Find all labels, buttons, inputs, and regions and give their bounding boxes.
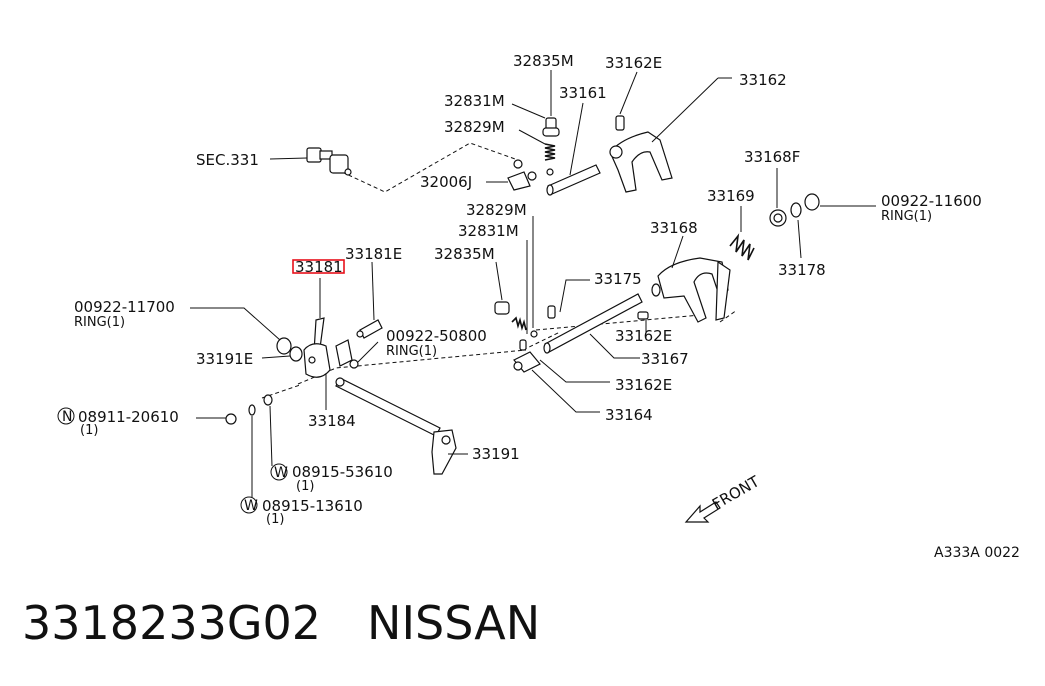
label-33162e-top: 33162E: [605, 54, 662, 72]
label-33168f: 33168F: [744, 148, 800, 166]
label-33181-highlighted: 33181: [295, 258, 343, 276]
label-32829m-top: 32829M: [444, 118, 505, 136]
label-00922-11600: 00922-11600: [881, 192, 982, 210]
pin-33175: [547, 305, 556, 319]
label-32831m-mid: 32831M: [458, 222, 519, 240]
label-33191e: 33191E: [196, 350, 253, 368]
plug-32835m-top: [542, 117, 560, 137]
label-prefix-w2: W: [244, 498, 258, 514]
label-33175: 33175: [594, 270, 642, 288]
ring-33191e: [289, 346, 303, 362]
sec-331-sensor: [306, 147, 352, 176]
footer-title: 3318233G02 NISSAN: [22, 596, 540, 650]
ring-00922-11700: [276, 337, 292, 355]
rod-33161: [546, 164, 601, 196]
label-33161: 33161: [559, 84, 607, 102]
link-33184: [335, 339, 359, 369]
label-08915-13610: 08915-13610: [262, 497, 363, 515]
fork-33168: [651, 257, 731, 323]
plug-32835m-mid: [494, 301, 510, 315]
pin-33162e-mid: [637, 311, 649, 320]
label-33191: 33191: [472, 445, 520, 463]
label-prefix-w1: W: [274, 465, 288, 481]
label-ring-50800: RING(1): [386, 344, 437, 359]
label-33164: 33164: [605, 406, 653, 424]
label-00922-50800: 00922-50800: [386, 327, 487, 345]
cap-33168f: [769, 209, 787, 227]
washer-33178: [790, 202, 802, 218]
fork-33162: [609, 131, 673, 193]
label-32829m-mid: 32829M: [466, 201, 527, 219]
ball-32831m-top: [546, 168, 554, 176]
pin-33181e: [356, 319, 383, 339]
washer-08915-13610: [248, 404, 256, 416]
label-qty-20610: (1): [80, 423, 98, 438]
rod-33167: [543, 293, 643, 354]
footer-brand: NISSAN: [367, 596, 541, 650]
parts-diagram: SEC.331 32835M 33162E 33162 32831M 33161…: [57, 52, 1020, 561]
label-32835m-top: 32835M: [513, 52, 574, 70]
label-00922-11700: 00922-11700: [74, 298, 175, 316]
footer-part-number: 3318233G02: [22, 596, 322, 650]
label-33167: 33167: [641, 350, 689, 368]
label-33168: 33168: [650, 219, 698, 237]
front-arrow-icon: [684, 501, 721, 523]
label-front: FRONT: [709, 472, 763, 514]
label-ring-11600: RING(1): [881, 209, 932, 224]
label-33181e: 33181E: [345, 245, 402, 263]
w-circle-icon-2: [240, 496, 258, 514]
label-08911-20610: 08911-20610: [78, 408, 179, 426]
spring-32829m-mid: [511, 316, 527, 331]
washer-08915-53610: [263, 394, 273, 406]
label-sec-331: SEC.331: [196, 151, 259, 169]
label-qty-13610: (1): [266, 512, 284, 527]
label-08915-53610: 08915-53610: [292, 463, 393, 481]
label-33178: 33178: [778, 261, 826, 279]
nut-08911-20610: [225, 413, 237, 425]
ring-00922-11600: [804, 193, 820, 211]
label-32831m-top: 32831M: [444, 92, 505, 110]
w-circle-icon-1: [270, 463, 288, 481]
label-qty-53610: (1): [296, 479, 314, 494]
label-diagram-code: A333A 0022: [934, 545, 1020, 561]
label-32835m-mid: 32835M: [434, 245, 495, 263]
block-33164: [513, 339, 541, 373]
label-33169: 33169: [707, 187, 755, 205]
highlight-box: [292, 259, 345, 274]
label-32006j: 32006J: [420, 173, 472, 191]
spring-33169: [729, 233, 755, 261]
pin-33162e-top: [615, 115, 625, 131]
bracket-32006j: [507, 159, 537, 191]
label-prefix-n: N: [62, 409, 72, 425]
label-33162e-mid: 33162E: [615, 327, 672, 345]
lever-33181: [303, 317, 331, 378]
label-ring-11700: RING(1): [74, 315, 125, 330]
shaft-33191: [335, 377, 457, 475]
label-33184: 33184: [308, 412, 356, 430]
spring-32829m-top: [544, 143, 556, 161]
n-circle-icon: [57, 407, 75, 425]
ball-32831m-mid: [530, 330, 538, 338]
label-33162: 33162: [739, 71, 787, 89]
label-33162e-low: 33162E: [615, 376, 672, 394]
